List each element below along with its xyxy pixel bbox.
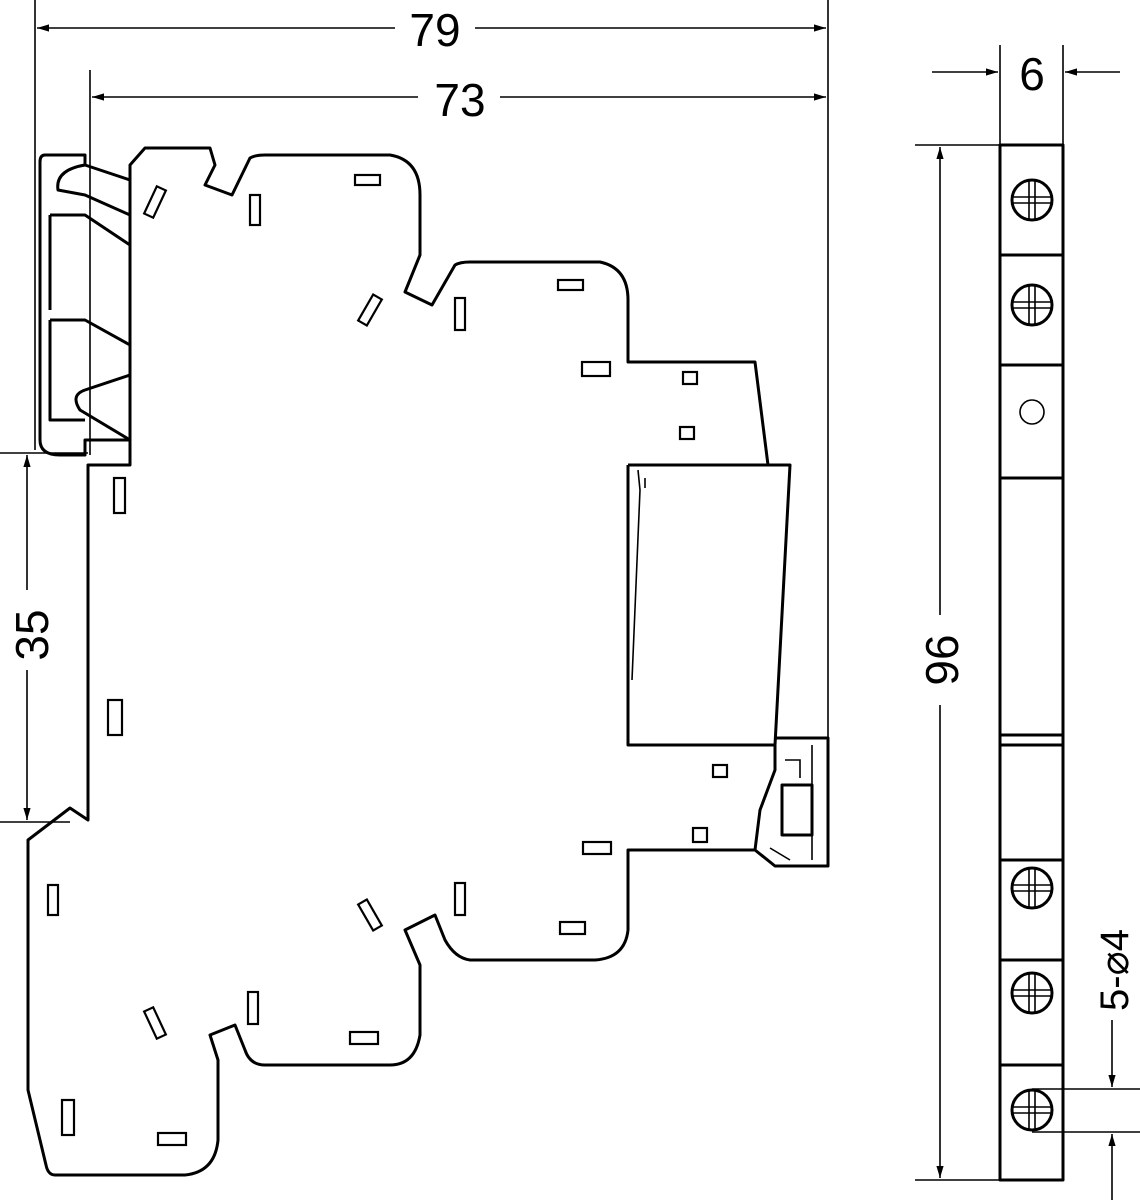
terminal-screw-icon — [1010, 283, 1054, 327]
dimension-label-35: 35 — [6, 609, 58, 660]
dimension-96: 96 — [915, 144, 1000, 1181]
front-view — [998, 143, 1065, 1182]
dimension-35: 35 — [0, 452, 88, 823]
din-rail-clip — [38, 153, 131, 457]
dimension-label-6: 6 — [1019, 48, 1045, 100]
terminal-screw-icon — [1010, 178, 1054, 222]
terminal-screw-icon — [1010, 1088, 1054, 1132]
dimension-6: 6 — [932, 45, 1120, 145]
terminal-screw-icon — [1010, 866, 1054, 910]
dimension-label-96: 96 — [916, 634, 968, 685]
vent-slots — [46, 173, 729, 1147]
dimension-terminal-diameter: 5-⌀4 — [1032, 929, 1140, 1200]
bus-connector — [754, 736, 830, 868]
dimension-label-79: 79 — [409, 4, 460, 56]
terminal-screw-icon — [1010, 971, 1054, 1015]
dimension-73: 73 — [89, 70, 826, 455]
housing-outline — [26, 146, 792, 1177]
label-window — [626, 463, 790, 747]
dimension-label-terminals: 5-⌀4 — [1093, 929, 1137, 1011]
dimension-label-73: 73 — [434, 74, 485, 126]
dimension-79: 79 — [34, 0, 829, 866]
led-indicator-icon — [1019, 399, 1045, 425]
